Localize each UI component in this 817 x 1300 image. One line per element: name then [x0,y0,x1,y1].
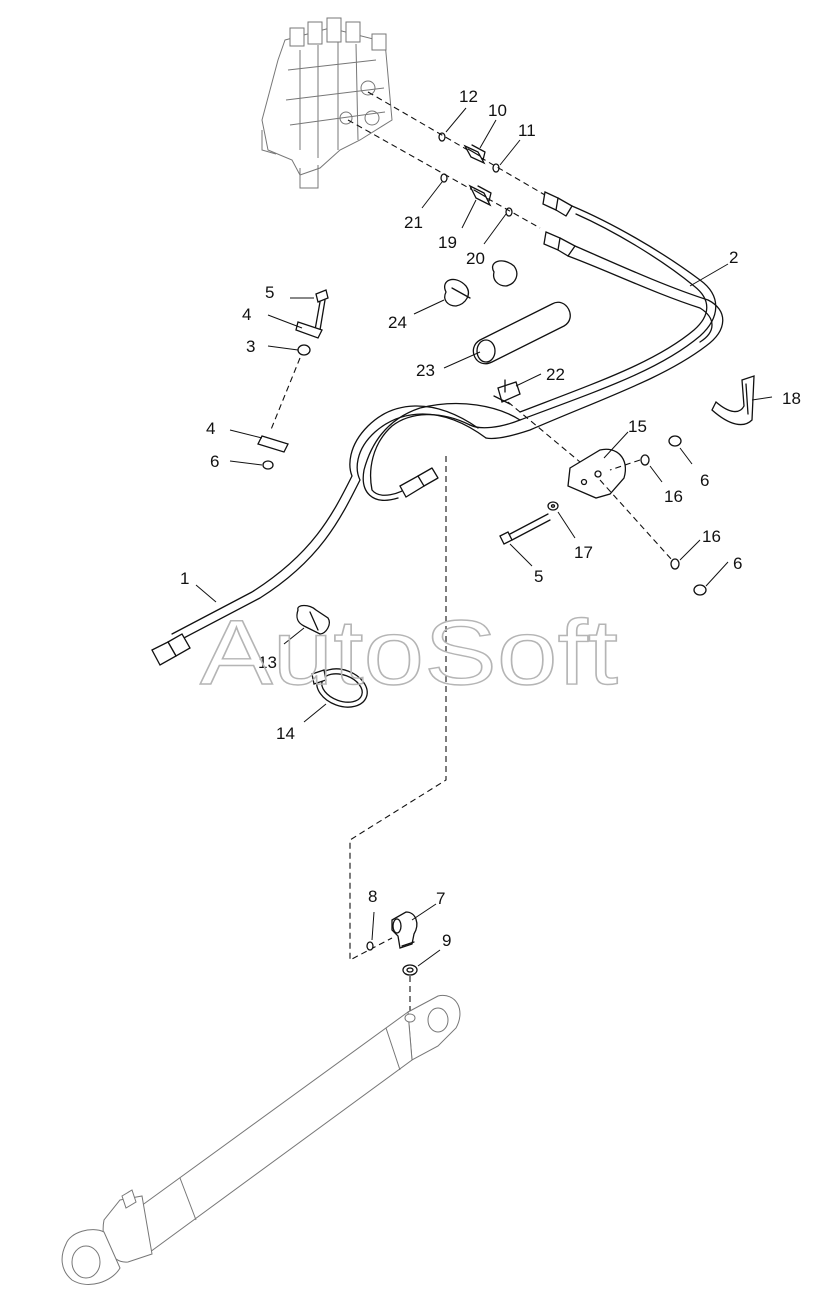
callout-16-lower: 16 [702,527,721,546]
callout-19: 19 [438,233,457,252]
callout-17: 17 [574,543,593,562]
callout-9: 9 [442,931,451,950]
hydraulic-cylinder-illustration [61,994,461,1285]
nut-6-lower [693,584,707,596]
o-ring-20 [505,207,513,217]
hose-end-fitting-lower [543,231,576,257]
hose-1 [151,402,521,666]
o-ring-11 [492,163,500,173]
callout-16-upper: 16 [664,487,683,506]
callout-6-lower: 6 [733,554,742,573]
callout-8: 8 [368,887,377,906]
o-ring-12 [438,132,446,142]
callout-6-upper: 6 [700,471,709,490]
nut-6-left [262,460,274,470]
spacer-3 [297,344,311,356]
clamp-block-13 [296,604,330,635]
callout-13: 13 [258,653,277,672]
o-ring-8 [366,941,374,951]
hose-clamp-14 [311,668,368,708]
callout-7: 7 [436,889,445,908]
adapter-fitting-10 [463,144,486,165]
callout-21: 21 [404,213,423,232]
hose-end-fitting-upper [542,191,573,217]
washer-16-upper [640,454,650,466]
callout-14: 14 [276,724,295,743]
nut-6-upper [668,435,682,447]
clip-4-upper [295,321,323,339]
callout-22: 22 [546,365,565,384]
hose-2 [469,205,724,440]
washer-16-lower [670,558,680,570]
callout-15: 15 [628,417,647,436]
callout-2: 2 [729,248,738,267]
callout-4-upper: 4 [242,305,251,324]
adapter-fitting-19 [468,184,492,207]
callout-3: 3 [246,337,255,356]
callout-5-lower: 5 [534,567,543,586]
control-valve-illustration [261,17,393,189]
hose-guard-18 [711,375,755,426]
callout-4-lower: 4 [206,419,215,438]
callout-leaders [195,107,773,967]
clip-22 [493,379,521,405]
callout-24: 24 [388,313,407,332]
callout-10: 10 [488,101,507,120]
washer-9 [402,964,418,976]
callout-6-left: 6 [210,452,219,471]
protective-sleeve-23 [472,301,571,365]
callout-12: 12 [459,87,478,106]
o-ring-21 [440,173,448,183]
bolt-5-lower [499,513,551,545]
elbow-fitting-7 [391,911,418,949]
bracket-15 [567,448,626,499]
washer-17 [547,501,559,511]
callout-5-left: 5 [265,283,274,302]
callout-11: 11 [518,121,536,140]
clamp-upper-ring [491,260,518,287]
callout-18: 18 [782,389,801,408]
callout-23: 23 [416,361,435,380]
watermark-text: AutoSoft [200,602,618,704]
clamp-24 [444,278,471,307]
callout-labels: 12 10 11 21 19 20 2 5 4 3 24 23 22 18 4 … [180,87,801,950]
callout-1: 1 [180,569,189,588]
bolt-5-left [314,289,329,331]
callout-20: 20 [466,249,485,268]
clip-4-lower [257,435,289,453]
